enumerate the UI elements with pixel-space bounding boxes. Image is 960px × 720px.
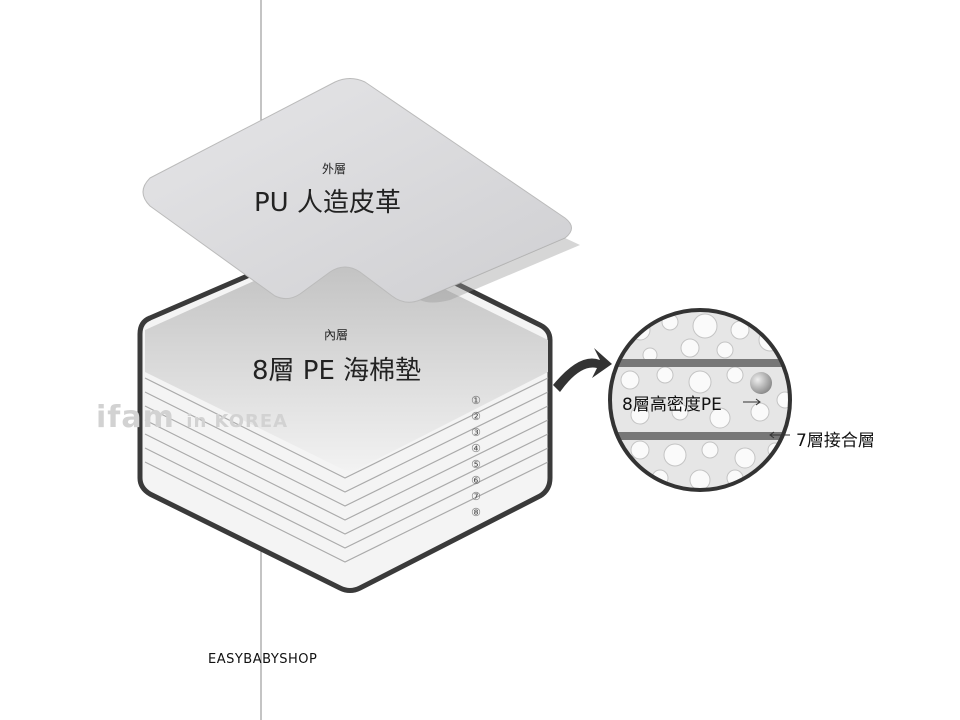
outer-layer-title: PU 人造皮革 (254, 188, 401, 218)
foam-label: 8層高密度PE (622, 395, 722, 415)
layer-number: ③ (471, 426, 481, 439)
inner-layer-caption: 內層 (324, 328, 349, 342)
layer-number: ② (471, 410, 481, 423)
layer-number: ⑤ (471, 458, 481, 471)
outer-layer-caption: 外層 (322, 162, 347, 176)
watermark: ifam in KOREA (96, 400, 289, 435)
curved-arrow-icon (553, 348, 612, 392)
layer-number: ⑧ (471, 506, 481, 519)
shop-name: EASYBABYSHOP (208, 652, 318, 667)
layer-number: ④ (471, 442, 481, 455)
layer-number: ⑥ (471, 474, 481, 487)
foam-detail-circle (608, 308, 792, 492)
layer-number: ⑦ (471, 490, 481, 503)
inner-layer-title: 8層 PE 海棉墊 (252, 356, 422, 386)
foam-block (137, 231, 553, 593)
layer-number: ① (471, 394, 481, 407)
pu-leather-layer (142, 78, 572, 303)
bond-layer-label: 7層接合層 (796, 431, 875, 451)
